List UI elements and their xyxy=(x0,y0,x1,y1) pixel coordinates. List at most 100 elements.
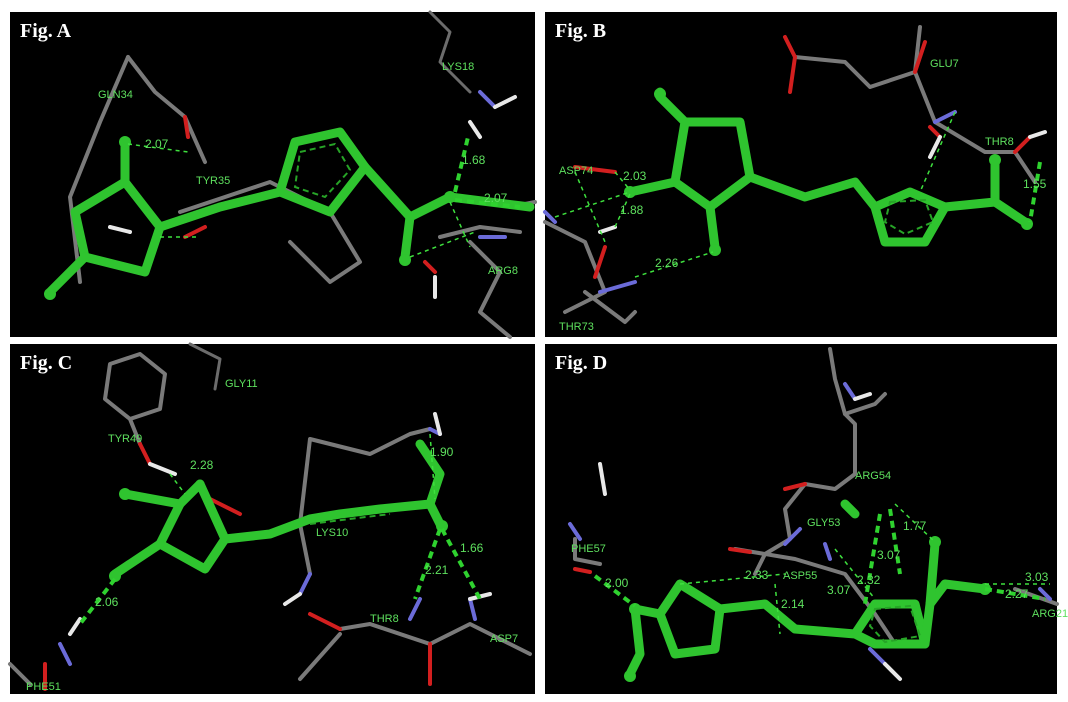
oxygen-bond xyxy=(423,260,437,274)
figure-panel-c: GLY11 TYR49 LYS10 THR8 ASP7 PHE51 2.28 1… xyxy=(8,342,535,694)
oxygen-bond xyxy=(928,125,942,139)
ligand-bond xyxy=(110,539,165,579)
tyr-ring xyxy=(178,180,362,284)
lys-chain xyxy=(298,427,432,526)
molecular-view-d: ARG54 GLY53 PHE57 ASP55 ARG21 1.77 3.07 … xyxy=(568,347,1068,682)
ligand-ring xyxy=(655,92,755,212)
residue-label-phe57: PHE57 xyxy=(571,543,606,555)
hydrogen-bond xyxy=(429,433,436,500)
hydrogen-bond xyxy=(888,508,902,575)
oxygen-bond xyxy=(783,482,807,491)
hydrogen-bond-stick xyxy=(883,662,902,681)
oxygen-bond xyxy=(788,55,797,94)
ligand-atom xyxy=(44,288,56,300)
protein-chain xyxy=(793,25,922,89)
nitrogen-bond xyxy=(298,572,312,596)
distance-label: 1.77 xyxy=(903,519,927,533)
residue-label-gly53: GLY53 xyxy=(807,517,840,529)
ligand-atom xyxy=(624,186,636,198)
oxygen-bond xyxy=(138,442,152,466)
hydrogen-bond xyxy=(127,143,189,153)
figure-panel-b: ASP74 GLU7 THR8 THR73 2.03 1.88 2.26 1.5… xyxy=(543,12,1057,337)
hydrogen-bond-stick xyxy=(598,225,617,234)
ligand-chain xyxy=(715,599,930,649)
oxygen-bond xyxy=(1013,135,1032,154)
distance-label: 2.06 xyxy=(95,595,119,609)
oxygen-bond xyxy=(573,165,617,174)
distance-label: 1.68 xyxy=(462,153,486,167)
ligand-atom xyxy=(119,488,131,500)
ligand-bond xyxy=(45,252,90,297)
residue-label-arg54: ARG54 xyxy=(855,470,891,482)
nitrogen-bond xyxy=(408,597,422,621)
ligand-ring xyxy=(655,579,725,659)
ligand-bond xyxy=(925,539,940,609)
protein-chain xyxy=(828,347,887,416)
ligand-chain xyxy=(940,157,1000,212)
ligand-atom xyxy=(399,254,411,266)
ligand-aromatic xyxy=(883,198,935,236)
protein-chain xyxy=(128,417,142,446)
oxygen-bond xyxy=(208,497,242,516)
ligand-aromatic xyxy=(293,142,352,199)
ligand-atom xyxy=(444,191,456,203)
distance-label: 2.32 xyxy=(857,573,881,587)
distance-label: 3.03 xyxy=(1025,570,1049,584)
oxygen-bond xyxy=(308,612,342,631)
residue-label-arg21: ARG21 xyxy=(1032,608,1068,620)
residue-label-lys18: LYS18 xyxy=(442,61,474,73)
hydrogen-bond xyxy=(679,573,786,585)
distance-label: 1.90 xyxy=(430,445,454,459)
ligand-bond xyxy=(625,177,680,197)
hydrogen-bond-stick xyxy=(853,392,872,401)
hydrogen-bond xyxy=(614,193,631,228)
residue-label-lys10: LYS10 xyxy=(316,527,348,539)
hydrogen-bond-stick xyxy=(433,412,442,436)
residue-label-glu7: GLU7 xyxy=(930,58,959,70)
hydrogen-bond-stick xyxy=(108,225,132,234)
hydrogen-bond xyxy=(894,503,936,543)
hydrogen-bond-stick xyxy=(928,135,942,159)
hydrogen-bond xyxy=(169,473,186,495)
hydrogen-bond xyxy=(574,171,606,243)
hydrogen-bond xyxy=(413,528,442,600)
protein-chain xyxy=(573,537,602,566)
residue-label-tyr49: TYR49 xyxy=(108,433,142,445)
protein-chain xyxy=(583,290,637,324)
residue-label-thr73: THR73 xyxy=(559,321,594,333)
molecular-view-a: GLN34 TYR35 LYS18 ARG8 2.07 1.68 2.07 xyxy=(44,10,537,339)
ligand-atom xyxy=(989,154,1001,166)
protein-chain xyxy=(68,55,130,284)
ligand-bond xyxy=(425,499,445,529)
protein-chain xyxy=(126,55,207,164)
distance-label: 2.00 xyxy=(605,576,629,590)
nitrogen-bond xyxy=(58,642,72,666)
ligand-bond xyxy=(120,479,205,509)
hydrogen-bond xyxy=(453,136,470,193)
hydrogen-bond xyxy=(449,201,471,248)
figure-title-d: Fig. D xyxy=(555,352,608,374)
figure-panel-d: ARG54 GLY53 PHE57 ASP55 ARG21 1.77 3.07 … xyxy=(545,344,1068,694)
oxygen-bond xyxy=(783,35,797,59)
hydrogen-bond-stick xyxy=(68,617,82,636)
hydrogen-bond xyxy=(593,574,637,608)
nitrogen-bond xyxy=(933,110,957,124)
hydrogen-bond-stick xyxy=(1028,130,1047,139)
hydrogen-bond xyxy=(78,577,117,626)
distance-label: 2.28 xyxy=(190,458,214,472)
hydrogen-bond xyxy=(774,583,781,635)
residue-label-tyr35: TYR35 xyxy=(196,175,230,187)
ligand-chain xyxy=(920,579,990,649)
residue-label-asp74: ASP74 xyxy=(559,165,593,177)
ligand-ring xyxy=(155,479,230,574)
ligand-bond xyxy=(990,197,1030,227)
ligand-atom xyxy=(1021,218,1033,230)
hydrogen-bond xyxy=(984,587,1046,601)
residue-label-thr8: THR8 xyxy=(370,613,399,625)
distance-label: 1.55 xyxy=(1023,177,1047,191)
ligand-chain xyxy=(155,127,370,232)
hydrogen-bond-stick xyxy=(468,120,482,139)
distance-label: 2.26 xyxy=(655,256,679,270)
ligand-atom xyxy=(709,244,721,256)
protein-chain xyxy=(338,622,532,656)
